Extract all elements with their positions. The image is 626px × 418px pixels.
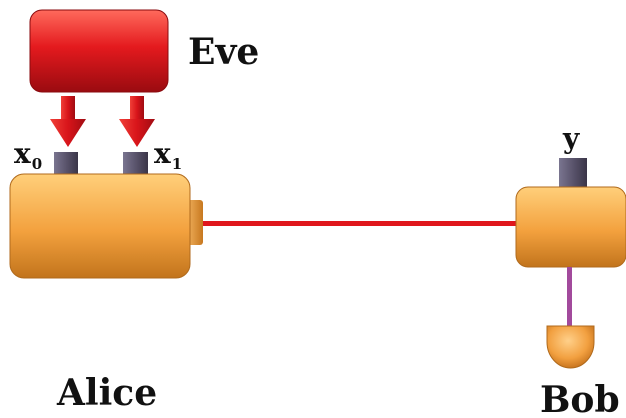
y-input-knob [559, 158, 587, 188]
eve-label: Eve [188, 31, 259, 73]
arrow-to-x0 [50, 96, 86, 147]
bob-label: Bob [540, 379, 620, 418]
x0-label: x0 [14, 137, 42, 173]
arrow-to-x1 [119, 96, 155, 147]
x1-label: x1 [154, 137, 182, 173]
alice-label: Alice [56, 372, 157, 414]
bob-output-wire [567, 267, 572, 327]
detector-icon [546, 325, 595, 369]
x1-input-knob [123, 152, 148, 175]
x0-input-knob [54, 152, 78, 175]
eve-box [29, 9, 169, 93]
bob-device [515, 186, 626, 268]
y-label: y [562, 122, 580, 155]
alice-device [9, 173, 191, 279]
channel-line [202, 221, 520, 226]
